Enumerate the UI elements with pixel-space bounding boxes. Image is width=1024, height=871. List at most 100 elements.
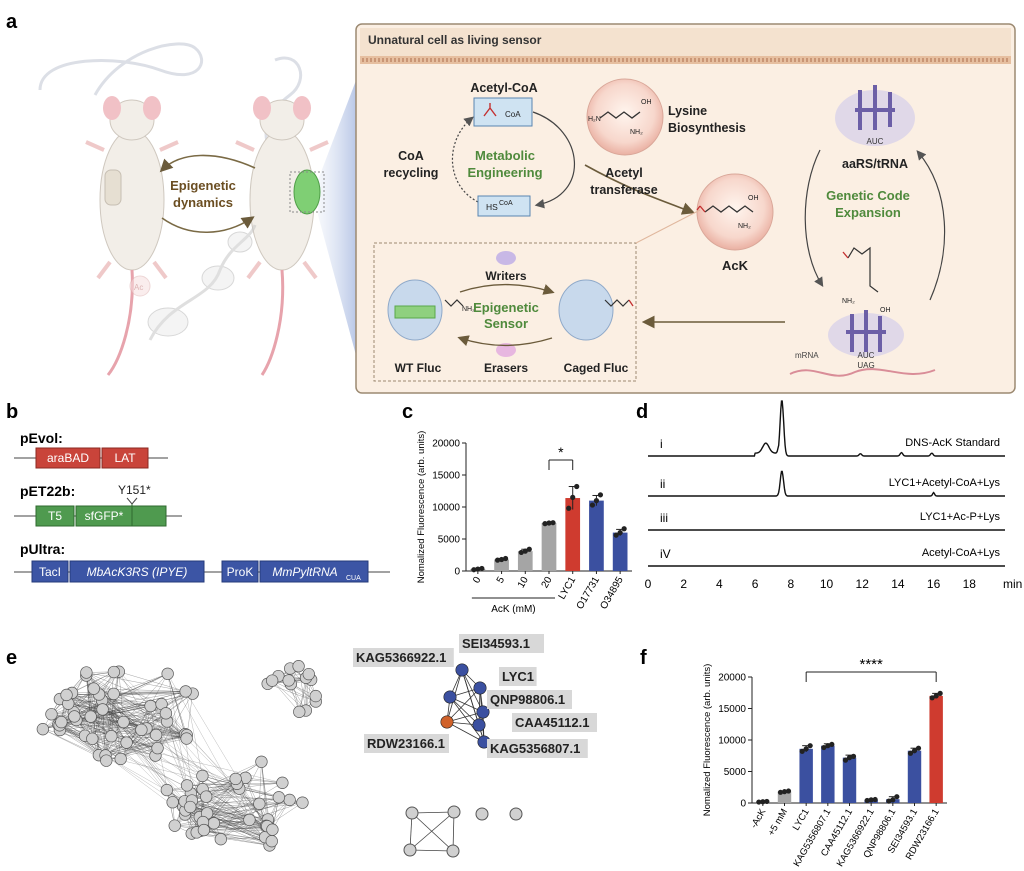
panel-letter-f: f	[640, 647, 647, 669]
eraser-enzyme-icon	[496, 343, 516, 357]
network-edge	[220, 803, 260, 840]
network-node	[120, 736, 133, 749]
data-point	[929, 695, 935, 701]
network-node	[243, 813, 256, 827]
network-node	[107, 665, 121, 679]
epi-sensor-label-2: Sensor	[484, 316, 528, 331]
x-tick-label: 12	[856, 577, 870, 591]
network-edge	[196, 832, 270, 846]
data-point	[597, 492, 604, 498]
y-tick-label: 10000	[718, 736, 746, 747]
lysine-label-2: Biosynthesis	[668, 121, 746, 135]
network-edge	[98, 694, 273, 830]
data-point	[764, 798, 770, 805]
network-edge	[220, 761, 262, 840]
ac-tag-label: Ac	[134, 283, 143, 292]
x-tick-label: LYC1	[791, 807, 812, 832]
data-point	[621, 526, 627, 532]
panel-letter-a: a	[6, 11, 18, 33]
metabolic-engineering-label-2: Engineering	[467, 165, 542, 180]
lysine-oh: OH	[641, 99, 652, 106]
data-point	[807, 743, 813, 749]
acetyl-coa-sub: CoA	[505, 110, 521, 119]
network-node	[179, 685, 192, 698]
network-node	[84, 710, 97, 723]
network-edge	[167, 721, 203, 776]
network-edge	[111, 671, 120, 737]
network-node	[36, 723, 49, 736]
node-label-bg	[512, 713, 597, 732]
x-tick-label: 8	[787, 577, 794, 591]
network-edge	[59, 729, 99, 756]
writers-label: Writers	[485, 269, 526, 283]
data-point	[864, 797, 870, 804]
network-node-highlight	[473, 681, 487, 695]
wt-fluc-label: WT Fluc	[395, 361, 442, 375]
x-tick-label: 0	[645, 577, 652, 591]
network-edge	[199, 802, 303, 818]
data-point	[494, 557, 501, 563]
chromatogram-trace	[648, 470, 1005, 497]
data-point	[846, 755, 853, 761]
network-node	[161, 667, 174, 680]
bar	[565, 498, 581, 571]
network-edge	[165, 713, 240, 789]
network-edge	[167, 673, 187, 739]
epigenetic-sensor-box	[373, 242, 637, 382]
network-edge	[86, 672, 162, 705]
data-point	[526, 546, 532, 552]
acetyl-coa-label: Acetyl-CoA	[470, 81, 537, 95]
network-edge	[92, 693, 114, 739]
network-edge	[272, 680, 316, 702]
bar	[494, 559, 509, 571]
acetyl-coa-box	[473, 97, 533, 127]
mouse-illustration: Ac Epigenetic dynamics	[38, 42, 360, 376]
network-edge	[105, 721, 168, 756]
y-tick-label: 5000	[724, 767, 747, 778]
y-axis-label: Nomalized Fluorescence (arb. units)	[416, 431, 427, 584]
network-node-highlight	[455, 663, 469, 677]
trace-roman-label: i	[660, 437, 663, 451]
network-edge	[449, 696, 485, 743]
hs-coa-sup: CoA	[499, 200, 513, 207]
pet-label: pET22b:	[20, 483, 75, 499]
network-node	[197, 823, 211, 837]
network-node	[403, 843, 417, 857]
x-tick-label: 18	[963, 577, 977, 591]
chromatogram-trace	[648, 400, 1005, 457]
x-tick-label: O34895	[598, 575, 626, 612]
network-edge	[185, 691, 267, 826]
y-tick-label: 0	[740, 799, 746, 810]
data-point	[872, 796, 878, 803]
network-edge	[298, 666, 307, 711]
aars-trna-icon: AUC	[835, 85, 915, 146]
data-point	[799, 748, 805, 754]
wt-fluc-icon: NH₂	[387, 279, 475, 341]
x-tick-label: 14	[891, 577, 905, 591]
trace-name-label: LYC1+Ac-P+Lys	[920, 511, 1001, 523]
network-node	[196, 769, 209, 783]
pultra-label: pUltra:	[20, 541, 65, 557]
bar	[907, 750, 922, 803]
network-node	[255, 755, 268, 768]
network-node	[475, 807, 489, 821]
y-tick-label: 5000	[438, 535, 461, 546]
mrna-label: mRNA	[795, 351, 819, 360]
caged-fluc-icon	[558, 279, 634, 341]
node-label: CAA45112.1	[515, 715, 589, 730]
erasers-label: Erasers	[484, 361, 528, 375]
data-point	[570, 494, 576, 500]
pultra-part-2-label: ProK	[227, 565, 254, 579]
network-node	[266, 823, 279, 836]
network-node	[160, 783, 173, 797]
auc-top-label: AUC	[867, 137, 884, 146]
data-point	[785, 788, 792, 794]
data-point	[613, 532, 619, 538]
network-node	[184, 800, 197, 814]
data-point	[907, 750, 914, 756]
network-edge	[446, 687, 481, 723]
network-edge	[86, 672, 186, 692]
data-point	[475, 566, 481, 572]
